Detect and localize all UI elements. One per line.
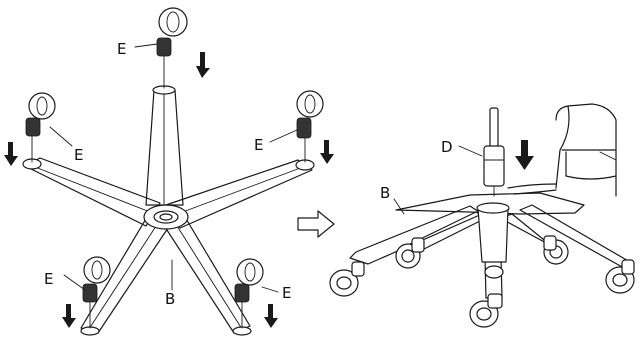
down-arrow-icon bbox=[320, 140, 334, 164]
caster-label: E bbox=[44, 270, 53, 288]
caster-side-right bbox=[605, 259, 635, 294]
gas-lift-cylinder bbox=[483, 107, 505, 197]
caster-side-left bbox=[329, 261, 365, 297]
caster-label: E bbox=[282, 284, 291, 302]
caster-lower-right bbox=[234, 258, 264, 329]
down-arrow-icon bbox=[4, 142, 18, 166]
caster-upper-left bbox=[25, 92, 56, 163]
caster-top bbox=[156, 7, 188, 89]
star-base-side-view bbox=[349, 192, 631, 299]
next-step-arrow-icon bbox=[297, 210, 335, 238]
caster-side-middle-right bbox=[543, 235, 569, 265]
down-arrow-icon bbox=[264, 304, 278, 328]
caster-upper-right bbox=[296, 90, 324, 163]
caster-label: E bbox=[254, 136, 263, 154]
caster-side-middle-left bbox=[395, 237, 425, 269]
caster-label: E bbox=[74, 146, 83, 164]
base-label: B bbox=[380, 184, 390, 202]
down-arrow-icon bbox=[515, 140, 534, 170]
down-arrow-icon bbox=[62, 304, 76, 328]
caster-label: E bbox=[117, 40, 126, 58]
base-label: B bbox=[165, 290, 175, 308]
magnified-detail bbox=[507, 103, 617, 197]
caster-side-bottom bbox=[469, 293, 503, 328]
down-arrow-icon bbox=[196, 52, 210, 78]
star-base-top-view bbox=[22, 85, 315, 336]
gas-lift-label: D bbox=[441, 138, 453, 156]
caster-lower-left bbox=[82, 256, 111, 329]
